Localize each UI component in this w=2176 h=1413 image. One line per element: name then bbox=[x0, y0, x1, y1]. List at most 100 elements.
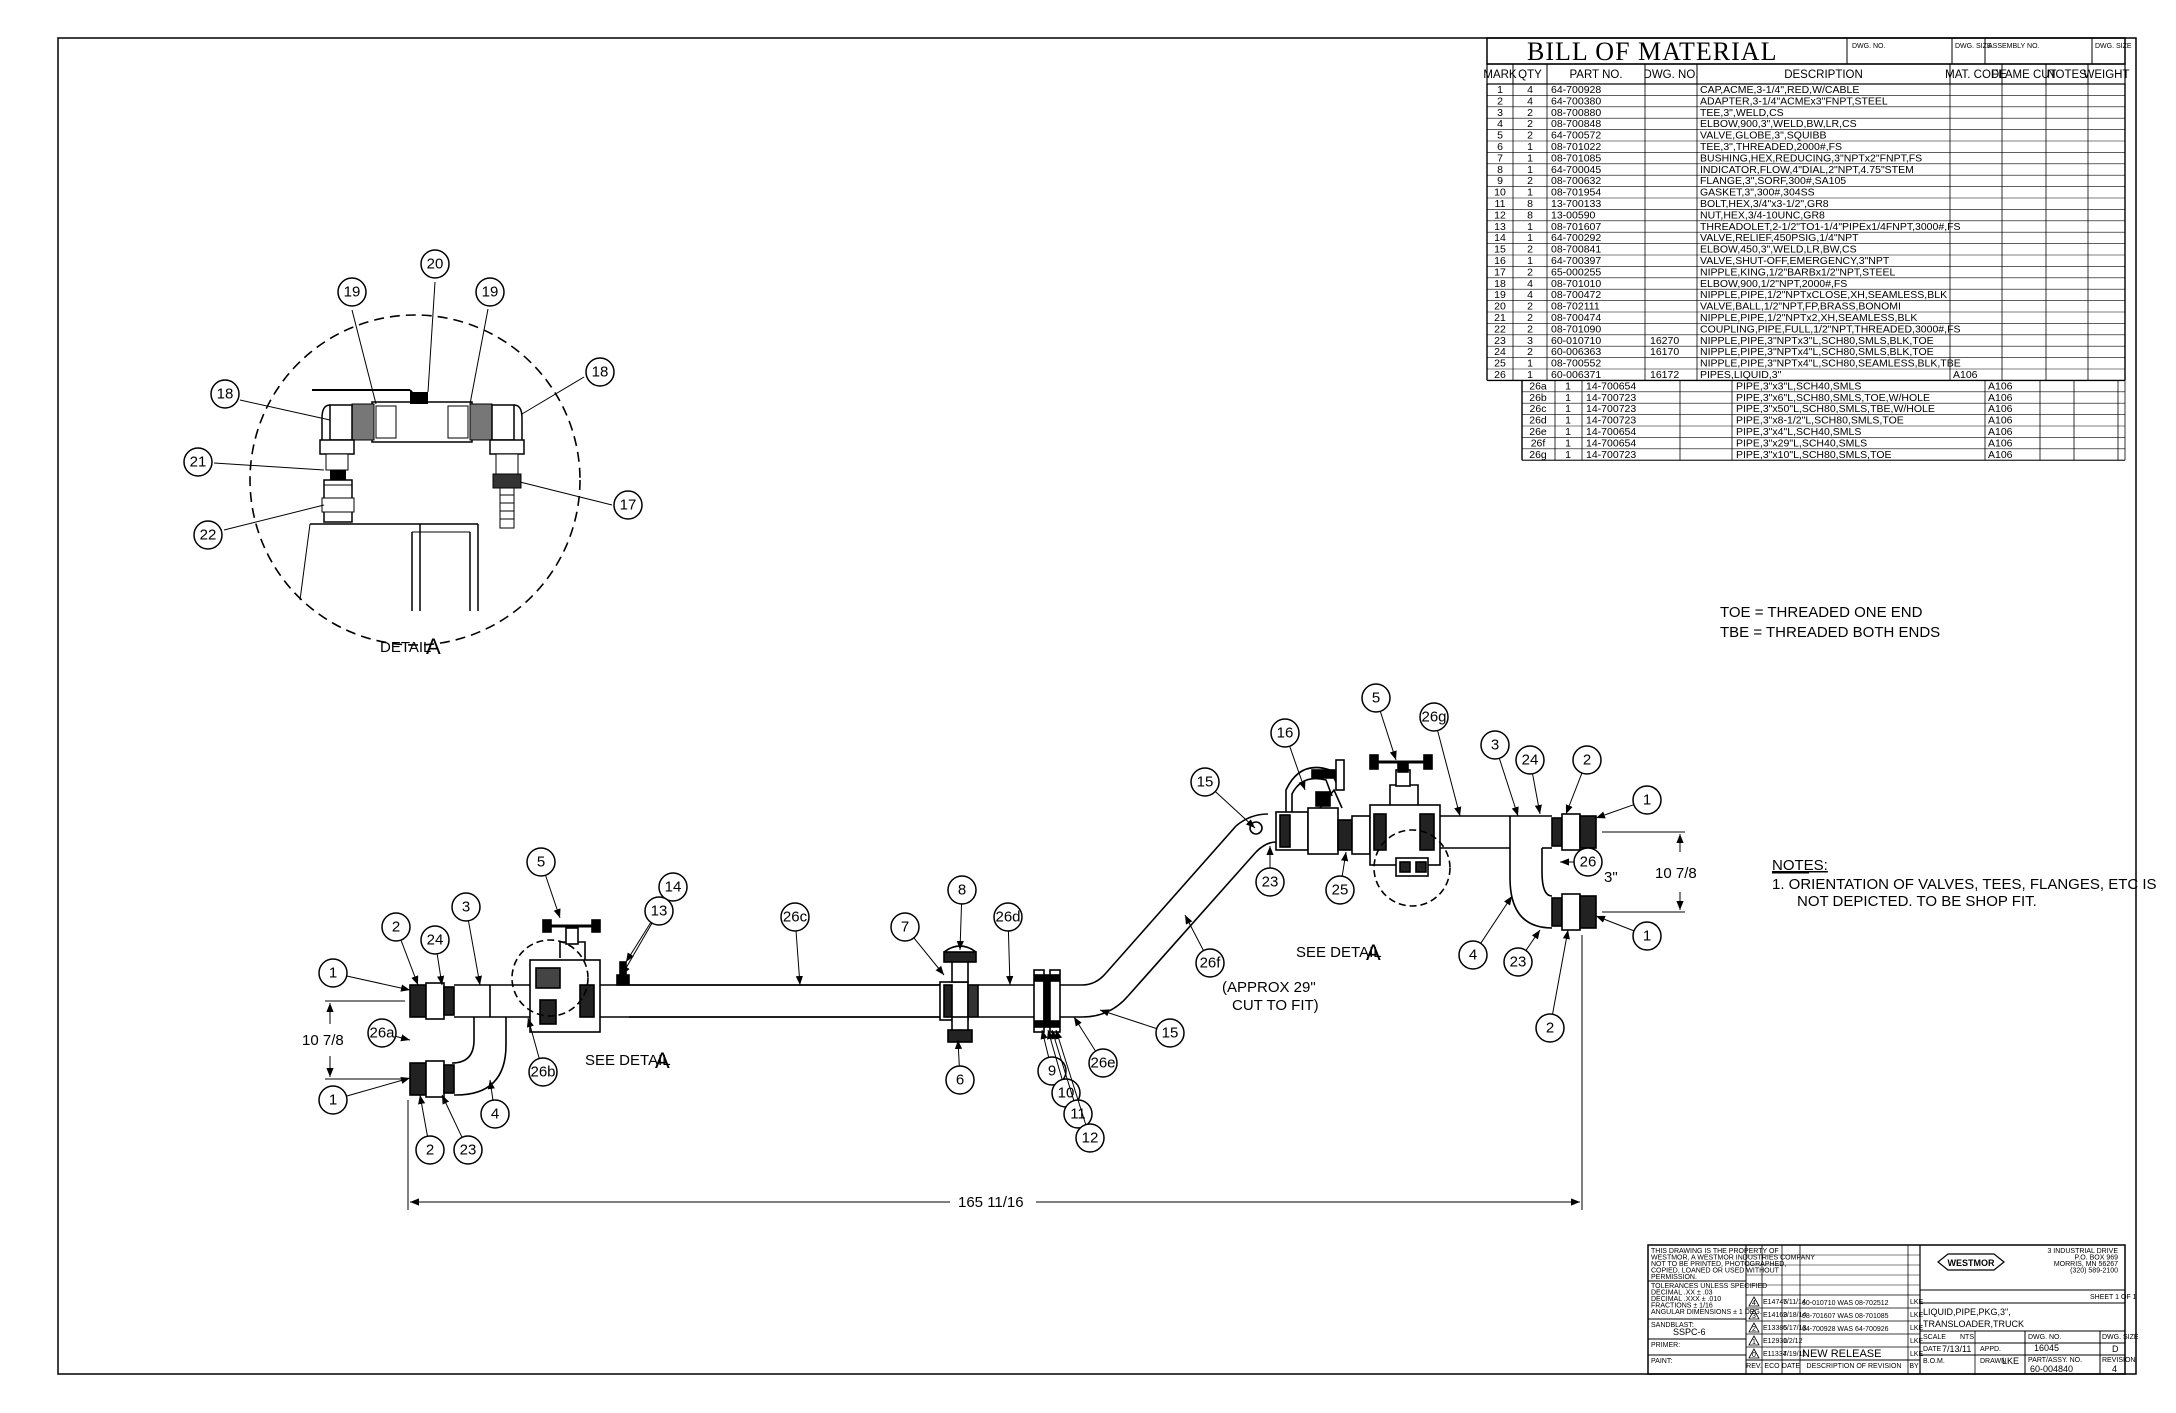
balloon-b2b bbox=[415, 1135, 445, 1165]
tb-scale-value: NTS bbox=[1960, 1334, 1974, 1341]
bom-header-6: FLAME CUT bbox=[1991, 69, 2056, 81]
tb-sandblast-label: SANDBLAST: bbox=[1651, 1322, 1694, 1329]
bom-mark: 20 bbox=[1494, 301, 1506, 313]
balloon-label-b15b: 15 bbox=[1197, 774, 1214, 791]
bom-header-8: WEIGHT bbox=[2084, 69, 2130, 81]
tb-title-2: TRANSLOADER,TRUCK bbox=[1923, 1319, 2024, 1329]
bom-qty: 1 bbox=[1527, 358, 1533, 370]
tb-tolerance-line: ANGULAR DIMENSIONS ± 1 DEG. bbox=[1651, 1309, 1762, 1316]
bom-header-1: QTY bbox=[1518, 69, 1542, 81]
balloon-b26b bbox=[528, 1057, 558, 1087]
balloon-label-b26g: 26g bbox=[1421, 709, 1446, 726]
dim-overall: 165 11/16 bbox=[958, 1194, 1024, 1211]
bom-part-no: 08-701607 bbox=[1551, 221, 1601, 233]
tb-rev-date: 2/18/14 bbox=[1783, 1312, 1806, 1319]
bom-dwg-no: 16172 bbox=[1650, 369, 1679, 381]
bom-sub-part-no: 14-700654 bbox=[1586, 380, 1636, 392]
bom-mark: 9 bbox=[1497, 175, 1503, 187]
tb-dwgno-label: DWG. NO. bbox=[2028, 1334, 2061, 1341]
bom-sub-mat-code: A106 bbox=[1988, 392, 2013, 404]
tb-rev-description: 08-701607 WAS 08-701085 bbox=[1802, 1313, 1889, 1320]
detail-balloon-18-right: 18 bbox=[592, 364, 609, 381]
tb-rev-description: NEW RELEASE bbox=[1802, 1348, 1881, 1360]
bom-dwgno-label: DWG. NO. bbox=[1852, 43, 1885, 50]
tb-size-value: D bbox=[2112, 1344, 2119, 1354]
bom-mark: 18 bbox=[1494, 278, 1506, 290]
tb-title-1: LIQUID,PIPE,PKG,3", bbox=[1923, 1307, 2011, 1317]
bom-qty: 1 bbox=[1527, 164, 1533, 176]
bom-description: NIPPLE,PIPE,3"NPTx3"L,SCH80,SMLS,BLK,TOE bbox=[1700, 335, 1934, 347]
tb-rev-by: LKE bbox=[1910, 1299, 1924, 1306]
balloon-label-b26f: 26f bbox=[1200, 955, 1222, 972]
bom-sub-description: PIPE,3"x29"L,SCH40,SMLS bbox=[1736, 437, 1867, 449]
bom-sub-mat-code: A106 bbox=[1988, 403, 2013, 415]
abbreviations: TOE = THREADED ONE END TBE = THREADED BO… bbox=[1720, 604, 1940, 641]
bom-mark: 3 bbox=[1497, 107, 1503, 119]
bom-qty: 2 bbox=[1527, 266, 1533, 278]
bom-part-no: 13-700133 bbox=[1551, 198, 1601, 210]
bom-description: NIPPLE,PIPE,3"NPTx4"L,SCH80,SEAMLESS,BLK… bbox=[1700, 358, 1961, 370]
bom-part-no: 08-701090 bbox=[1551, 323, 1601, 335]
balloon-b16 bbox=[1270, 718, 1300, 748]
bom-qty: 2 bbox=[1527, 244, 1533, 256]
bom-part-no: 60-006371 bbox=[1551, 369, 1601, 381]
bom-sub-qty: 1 bbox=[1565, 415, 1571, 427]
bom-mark: 15 bbox=[1494, 244, 1506, 256]
tb-scale-label: SCALE bbox=[1923, 1334, 1946, 1341]
bom-description: ELBOW,900,1/2"NPT,2000#,FS bbox=[1700, 278, 1847, 290]
bom-dwgsize-label: DWG. SIZE bbox=[1955, 43, 1992, 50]
balloon-label-b26a: 26a bbox=[369, 1025, 395, 1042]
tb-tolerance-line: TOLERANCES UNLESS SPECIFIED bbox=[1651, 1283, 1767, 1290]
bom-part-no: 65-000255 bbox=[1551, 266, 1601, 278]
balloon-label-b8: 8 bbox=[958, 882, 966, 899]
tb-rev-number: 0 bbox=[1752, 1352, 1756, 1359]
tb-company-line: P.O. BOX 969 bbox=[2075, 1255, 2119, 1262]
bom-part-no: 64-700045 bbox=[1551, 164, 1601, 176]
tb-rev-date: 1/2/12 bbox=[1783, 1338, 1803, 1345]
tb-rev-eco: E11334 bbox=[1763, 1351, 1787, 1358]
balloon-b1b bbox=[318, 1085, 348, 1115]
bom-description: BOLT,HEX,3/4"x3-1/2",GR8 bbox=[1700, 198, 1829, 210]
bom-mat-code: A106 bbox=[1953, 369, 1978, 381]
notes-line-2: NOT DEPICTED. TO BE SHOP FIT. bbox=[1797, 893, 2037, 910]
bom-mark: 14 bbox=[1494, 232, 1506, 244]
bom-mark: 2 bbox=[1497, 95, 1503, 107]
bom-description: BUSHING,HEX,REDUCING,3"NPTx2"FNPT,FS bbox=[1700, 152, 1922, 164]
tb-rev-by: LKE bbox=[1910, 1338, 1924, 1345]
balloon-b26e bbox=[1088, 1048, 1118, 1078]
bom-mark: 23 bbox=[1494, 335, 1506, 347]
tb-date-label: DATE bbox=[1923, 1346, 1941, 1353]
bom-dwgsize-label-2: DWG. SIZE bbox=[2095, 43, 2132, 50]
balloon-b4a bbox=[480, 1099, 510, 1129]
tb-rev-header: BY bbox=[1909, 1363, 1919, 1370]
bom-mark: 24 bbox=[1494, 346, 1506, 358]
bom-mark: 12 bbox=[1494, 209, 1506, 221]
balloon-b4b bbox=[1458, 940, 1488, 970]
bom-description: NIPPLE,PIPE,1/2"NPTxCLOSE,XH,SEAMLESS,BL… bbox=[1700, 289, 1947, 301]
tb-rev-date: 6/17/13 bbox=[1783, 1325, 1806, 1332]
bom-sub-mat-code: A106 bbox=[1988, 415, 2013, 427]
bom-sub-mark: 26a bbox=[1529, 380, 1547, 392]
bom-description: GASKET,3",300#,304SS bbox=[1700, 187, 1815, 199]
bom-qty: 2 bbox=[1527, 301, 1533, 313]
tb-property-line: THIS DRAWING IS THE PROPERTY OF bbox=[1651, 1248, 1779, 1255]
bom-qty: 3 bbox=[1527, 335, 1533, 347]
balloon-label-b6: 6 bbox=[956, 1072, 964, 1089]
balloon-b26a bbox=[367, 1018, 397, 1048]
balloon-b12 bbox=[1075, 1123, 1105, 1153]
tb-sheet: SHEET 1 OF 1 bbox=[2090, 1294, 2137, 1301]
balloon-label-b7: 7 bbox=[901, 919, 909, 936]
bom-part-no: 08-702111 bbox=[1551, 301, 1600, 313]
balloon-b2a bbox=[381, 912, 411, 942]
balloon-b23a bbox=[453, 1135, 483, 1165]
tb-rev-description: 60-010710 WAS 08-702512 bbox=[1802, 1300, 1889, 1307]
tb-paint-label: PAINT: bbox=[1651, 1358, 1672, 1365]
bom-description: ADAPTER,3-1/4"ACMEx3"FNPT,STEEL bbox=[1700, 95, 1888, 107]
bom-description: VALVE,GLOBE,3",SQUIBB bbox=[1700, 130, 1826, 142]
tb-rev-eco: E14169 bbox=[1763, 1312, 1787, 1319]
piping-assembly bbox=[409, 754, 1597, 1098]
bom-part-no: 08-700848 bbox=[1551, 118, 1601, 130]
bom-sub-qty: 1 bbox=[1565, 449, 1571, 461]
balloon-label-b12: 12 bbox=[1082, 1130, 1099, 1147]
bom-sub-qty: 1 bbox=[1565, 380, 1571, 392]
